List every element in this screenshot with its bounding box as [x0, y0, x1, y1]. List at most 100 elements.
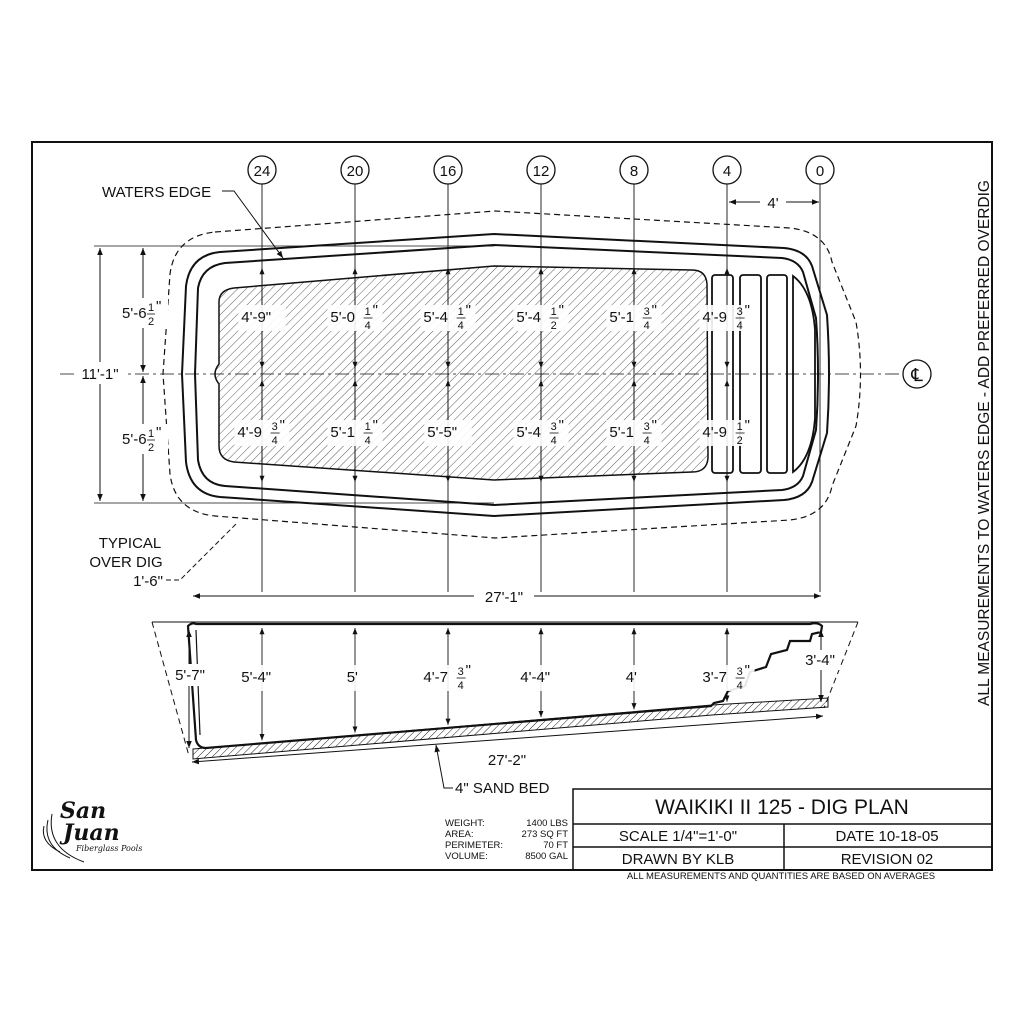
station-bubble-4 [712, 155, 742, 185]
svg-text:1: 1 [148, 302, 154, 314]
overdig-outline [162, 210, 862, 539]
depth-fraction-den: 4 [551, 435, 557, 447]
depth-fraction-num: 1 [458, 306, 464, 318]
station-bubble-0 [805, 155, 835, 185]
drawing-date: DATE 10-18-05 [835, 828, 938, 845]
profile-left-depth: 5'-7" [175, 667, 205, 684]
profile-depth: 4' [622, 665, 646, 691]
station-bubble-24 [247, 155, 277, 185]
station-number: 16 [440, 163, 457, 180]
svg-text:": " [466, 302, 471, 319]
station-bubble-20 [340, 155, 370, 185]
length-bottom-label: 27'-2" [488, 752, 526, 769]
title-footnote: ALL MEASUREMENTS AND QUANTITIES ARE BASE… [627, 871, 935, 882]
svg-text:": " [652, 417, 657, 434]
svg-text:": " [156, 424, 161, 441]
depth-fraction-den: 4 [737, 320, 743, 332]
depth-value: 5'-4 [516, 424, 541, 441]
depth-fraction-num: 3 [737, 666, 743, 678]
svg-text:": " [745, 662, 750, 679]
svg-text:2: 2 [148, 316, 154, 328]
depth-value: 5'-1 [609, 424, 634, 441]
depth-fraction-den: 4 [365, 320, 371, 332]
svg-text:Juan: Juan [59, 820, 120, 846]
station-number: 20 [347, 163, 364, 180]
station-bubble-16 [433, 155, 463, 185]
depth-value: 4'-9 [702, 424, 727, 441]
spec-label: WEIGHT: [445, 818, 485, 829]
sheet-border [31, 141, 993, 871]
depth-fraction-den: 4 [458, 320, 464, 332]
plan-bottom-depth: 5'-4 3 4" [513, 417, 569, 447]
svg-text:2: 2 [148, 442, 154, 454]
station-number: 24 [254, 163, 271, 180]
station-bubble-12 [526, 155, 556, 185]
depth-fraction-den: 4 [272, 435, 278, 447]
svg-text:": " [745, 417, 750, 434]
svg-text:": " [745, 302, 750, 319]
revision: REVISION 02 [841, 851, 934, 868]
plan-top-depth: 4'-9" [238, 305, 286, 331]
depth-fraction-den: 4 [644, 320, 650, 332]
depth-fraction-den: 4 [737, 680, 743, 692]
depth-fraction-den: 2 [551, 320, 557, 332]
width-half-top-label: 5'-6 [122, 305, 147, 322]
sand-bed-label: 4" SAND BED [455, 780, 550, 797]
svg-text:": " [156, 298, 161, 315]
overdig-label-line1: TYPICAL [99, 535, 162, 552]
plan-bottom-depth: 4'-9 3 4" [234, 417, 290, 447]
depth-fraction-num: 3 [551, 421, 557, 433]
svg-text:Fiberglass Pools: Fiberglass Pools [75, 844, 142, 853]
title-block: WAIKIKI II 125 - DIG PLAN SCALE 1/4"=1'-… [572, 788, 993, 882]
pool-outer-shell [180, 232, 830, 518]
depth-value: 4'-9 [237, 424, 262, 441]
depth-fraction-num: 3 [644, 306, 650, 318]
width-half-bottom-label: 5'-6 [122, 431, 147, 448]
drawing-scale: SCALE 1/4"=1'-0" [619, 828, 737, 845]
spec-value: 8500 GAL [525, 851, 568, 862]
depth-fraction-den: 4 [644, 435, 650, 447]
centerline-symbol: ℄ [910, 365, 923, 385]
profile-depth: 5'-4" [238, 665, 286, 691]
overdig-value: 1'-6" [133, 573, 163, 590]
depth-value: 5' [347, 669, 358, 686]
depth-value: 5'-1 [330, 424, 355, 441]
san-juan-logo: San Juan Fiberglass Pools [42, 798, 142, 863]
overdig-label-line2: OVER DIG [89, 554, 162, 571]
depth-fraction-num: 1 [551, 306, 557, 318]
depth-fraction-num: 3 [272, 421, 278, 433]
depth-value: 4'-7 [423, 669, 448, 686]
station-number: 12 [533, 163, 550, 180]
depth-fraction-den: 2 [737, 435, 743, 447]
depth-value: 4'-9" [241, 309, 271, 326]
spec-label: AREA: [445, 829, 474, 840]
svg-text:": " [559, 417, 564, 434]
svg-text:": " [466, 662, 471, 679]
depth-value: 3'-7 [702, 669, 727, 686]
spec-value: 1400 LBS [526, 818, 568, 829]
drawing-title: WAIKIKI II 125 - DIG PLAN [655, 796, 909, 819]
svg-text:": " [559, 302, 564, 319]
profile-right-depth: 3'-4" [805, 652, 835, 669]
plan-bottom-depth: 5'-5" [424, 420, 472, 446]
station-number: 4 [723, 163, 731, 180]
spec-label: VOLUME: [445, 851, 488, 862]
plan-view: ℄ 11'-1" 5'-6 1 2 " 5'-6 1 2 " 4' WATERS… [60, 155, 932, 592]
centerline-marker [902, 359, 932, 389]
svg-text:": " [373, 417, 378, 434]
pool-inner-edge [193, 243, 819, 507]
width-total-label: 11'-1" [81, 366, 118, 383]
depth-fraction-den: 4 [365, 435, 371, 447]
svg-text:": " [280, 417, 285, 434]
depth-value: 4' [626, 669, 637, 686]
depth-value: 4'-4" [520, 669, 550, 686]
drawn-by: DRAWN BY KLB [622, 851, 735, 868]
depth-fraction-den: 4 [458, 680, 464, 692]
